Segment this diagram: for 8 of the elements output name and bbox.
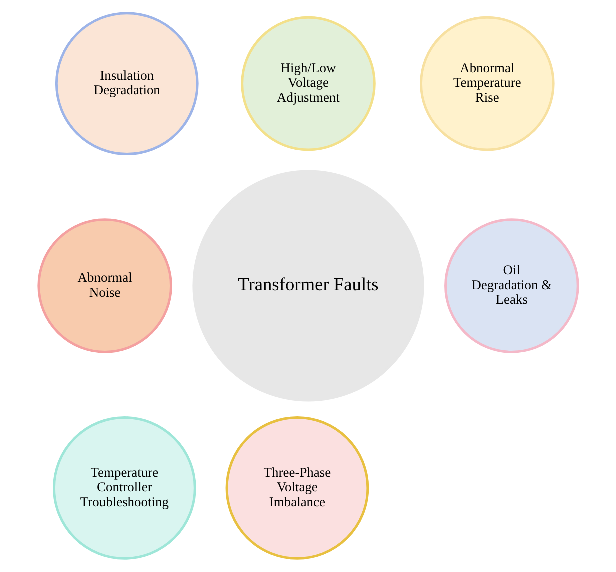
node-circle: Oil Degradation & Leaks [444, 218, 579, 354]
node-circle: Three-Phase Voltage Imbalance [225, 416, 369, 560]
node-circle: Abnormal Temperature Rise [420, 16, 554, 152]
node-circle: Temperature Controller Troubleshooting [52, 416, 196, 560]
node-circle: Abnormal Noise [37, 218, 172, 354]
node-circle: High/Low Voltage Adjustment [240, 16, 376, 152]
node-circle: Insulation Degradation [54, 12, 198, 156]
node-circle: Transformer Faults [192, 170, 424, 402]
